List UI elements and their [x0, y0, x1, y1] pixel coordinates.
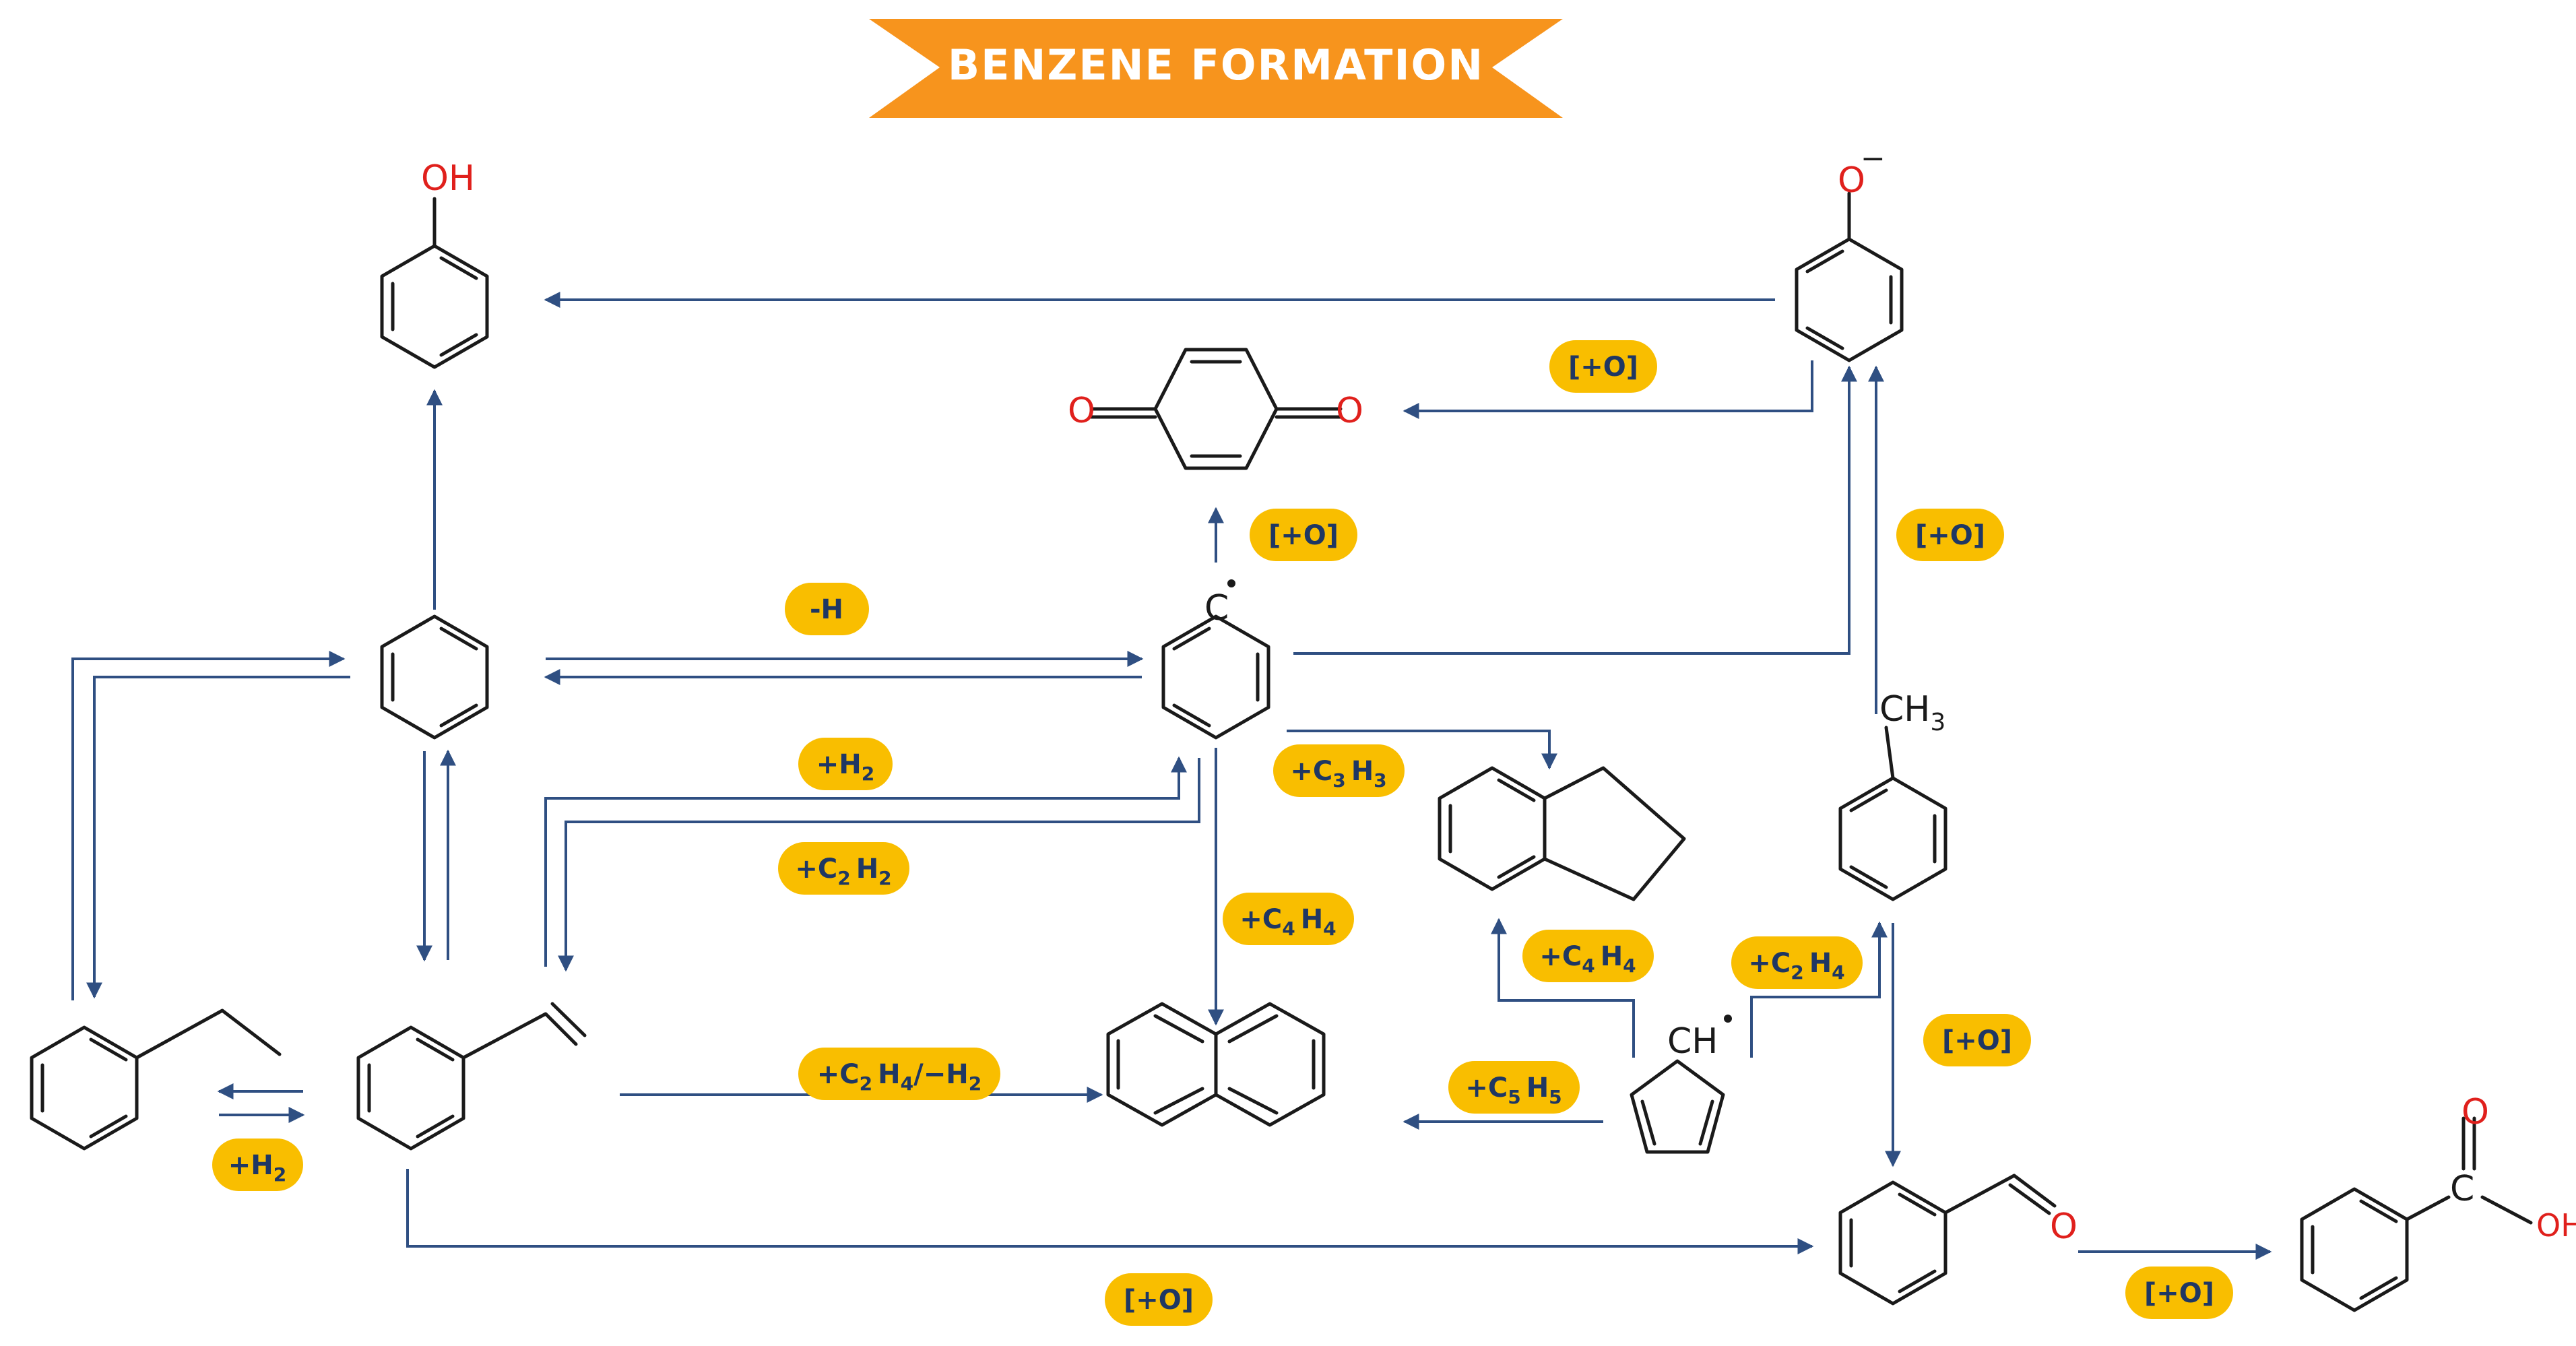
label-benzaldehyde-to-acid: [+O]: [2125, 1267, 2233, 1319]
benzaldehyde-molecule: [1838, 1174, 2057, 1306]
indane-molecule: [1438, 766, 1686, 901]
label-benzene-to-phenyl: -H: [785, 583, 869, 635]
phenyl-radical-molecule: [1161, 614, 1270, 740]
title-banner: BENZENE FORMATION: [869, 19, 1563, 118]
acid-oh-label: OH: [2536, 1207, 2576, 1244]
svg-text:[+O]: [+O]: [1568, 352, 1638, 383]
ethylbenzene-molecule: [30, 1008, 282, 1151]
styrene-molecule: [356, 1002, 587, 1151]
reaction-arrows: [71, 292, 2272, 1260]
svg-text:[+O]: [+O]: [1124, 1285, 1194, 1316]
svg-text:[+O]: [+O]: [1915, 520, 1985, 551]
phenyl-radical-dot: [1227, 579, 1235, 587]
benzoic-acid-molecule: [2300, 1116, 2533, 1312]
acid-o-label: O: [2461, 1092, 2489, 1132]
quinone-o-left-label: O: [1068, 391, 1095, 431]
svg-text:[+O]: [+O]: [1268, 520, 1339, 551]
phenoxide-molecule: [1795, 191, 1904, 362]
phenoxide-o-label: O: [1838, 160, 1865, 201]
cp-ch-label: CH: [1667, 1021, 1718, 1062]
phenyl-c-label: C: [1204, 588, 1229, 629]
cp-radical-dot: [1724, 1015, 1732, 1023]
benzaldehyde-o-label: O: [2050, 1207, 2078, 1247]
svg-text:+H2: +H2: [228, 1150, 286, 1186]
toluene-ch3-label: CH3: [1879, 689, 1945, 736]
label-phenyl-to-quinone: [+O]: [1250, 509, 1357, 561]
phenoxide-charge-label: −: [1861, 141, 1886, 176]
phenol-oh-label: OH: [421, 158, 475, 199]
label-styrene-to-benzaldehyde: [+O]: [1105, 1273, 1213, 1326]
quinone-o-right-label: O: [1336, 391, 1363, 431]
label-ethylbenzene-h2: +H2: [212, 1139, 303, 1191]
label-styrene-to-phenyl-h2: +H2: [798, 738, 893, 790]
acid-c-label: C: [2450, 1169, 2474, 1209]
page-title: BENZENE FORMATION: [948, 40, 1484, 90]
svg-text:-H: -H: [810, 594, 843, 625]
svg-text:[+O]: [+O]: [2144, 1278, 2214, 1309]
label-phenoxide-to-quinone: [+O]: [1549, 340, 1657, 393]
svg-text:[+O]: [+O]: [1942, 1025, 2012, 1056]
label-toluene-to-benzaldehyde: [+O]: [1923, 1014, 2031, 1066]
naphthalene-molecule: [1106, 1002, 1326, 1127]
toluene-molecule: [1838, 726, 1947, 901]
benzene-molecule: [380, 614, 489, 740]
label-toluene-to-phenoxide: [+O]: [1896, 509, 2004, 561]
phenol-molecule: [380, 197, 489, 369]
cyclopentadienyl-molecule: [1630, 1059, 1725, 1154]
svg-text:+H2: +H2: [816, 749, 874, 785]
benzoquinone-molecule: [1089, 348, 1343, 470]
